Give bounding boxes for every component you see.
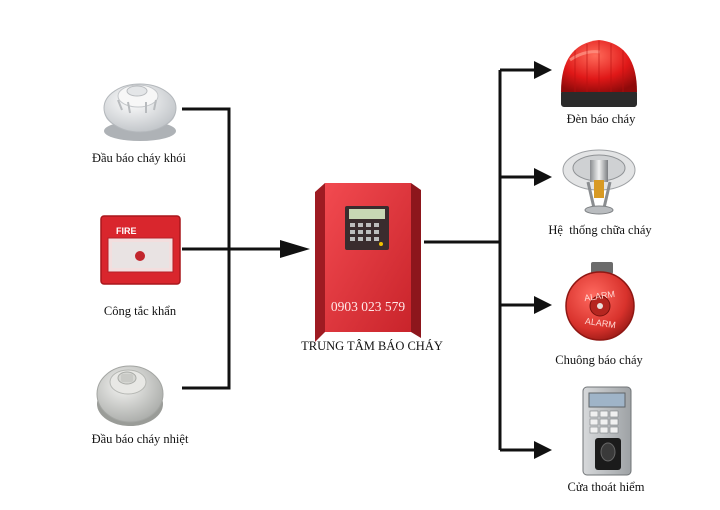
heat-detector-icon [96,365,164,426]
fire-sign-text: FIRE [116,226,137,236]
arrow-to-sprinkler [534,168,552,186]
smoke-detector-icon [103,83,177,141]
arrow-to-exit [534,441,552,459]
alarm-bell-label: Chuông báo cháy [555,353,643,367]
strobe-light-label: Đèn báo cháy [566,112,636,126]
arrow-to-strobe [534,61,552,79]
input-connectors [182,107,282,390]
emergency-exit-label: Cửa thoát hiểm [567,480,645,494]
sprinkler-system-label: Hệ thống chữa cháy [548,223,652,237]
bell-alarm-text-bottom: ALARM [584,316,616,330]
control-panel-label: TRUNG TÂM BÁO CHÁY [301,339,443,353]
smoke-detector-label: Đầu báo cháy khói [91,151,187,165]
manual-call-point-label: Công tắc khẩn [103,304,177,318]
sprinkler-icon [562,149,636,215]
bell-alarm-text-top: ALARM [584,289,616,303]
heat-detector-label: Đầu báo cháy nhiệt [91,432,189,446]
emergency-exit-icon [582,386,632,476]
strobe-light-icon [561,40,637,107]
output-connectors [424,68,537,452]
control-panel-icon: 0903 023 579 [315,183,421,342]
alarm-bell-icon: ALARM ALARM [565,262,635,341]
manual-call-point-icon: FIRE [100,215,181,285]
arrow-to-panel [280,240,310,258]
arrow-to-bell [534,296,552,314]
panel-phone-number: 0903 023 579 [331,299,406,314]
